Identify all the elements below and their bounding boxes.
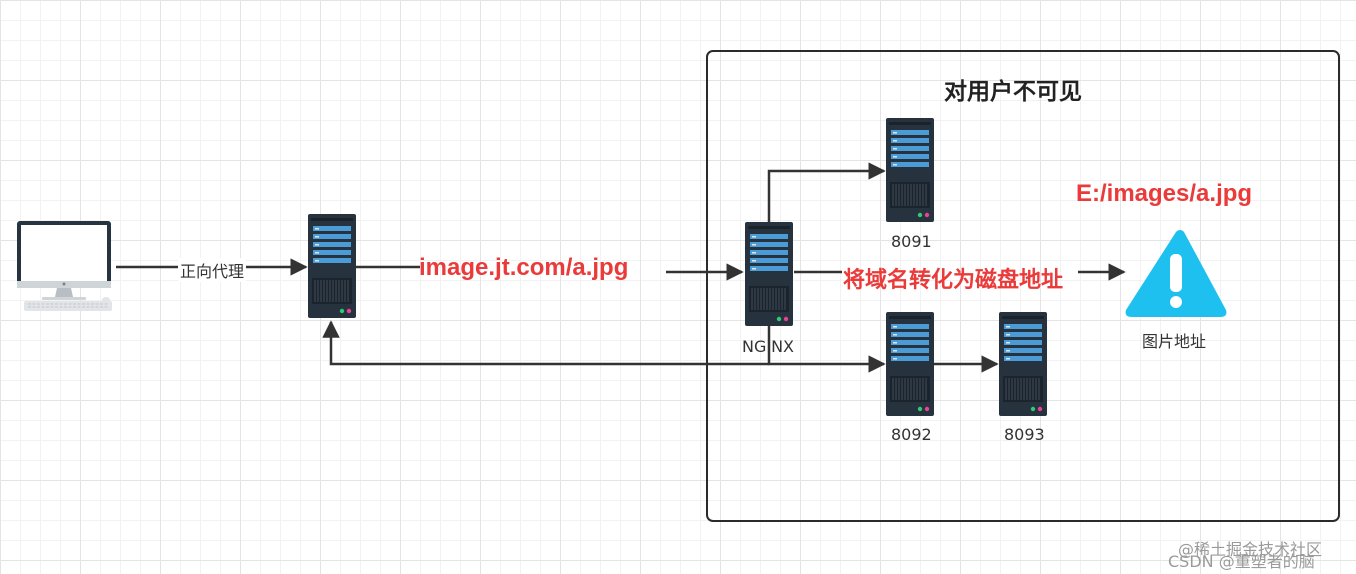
disk-path-label: E:/images/a.jpg: [1076, 180, 1253, 207]
edge-return-to-proxy: [322, 320, 769, 366]
server-8092-icon: [885, 311, 935, 417]
server-8091-icon: [885, 117, 935, 223]
server-8091-label: 8091: [891, 232, 932, 251]
nginx-label: NGINX: [742, 337, 795, 356]
domain-to-disk-label: 将域名转化为磁盘地址: [843, 267, 1064, 292]
server-8093-icon: [998, 311, 1048, 417]
image-address-label: 图片地址: [1142, 332, 1207, 351]
group-title: 对用户不可见: [944, 79, 1082, 105]
request-url-label: image.jt.com/a.jpg: [419, 254, 629, 281]
server-8092-label: 8092: [891, 425, 932, 444]
desktop-computer-icon: [17, 221, 112, 311]
server-8093-label: 8093: [1004, 425, 1045, 444]
proxy-server-icon: [307, 213, 357, 319]
warning-icon: [1125, 230, 1227, 317]
watermark-csdn: CSDN @重塑者的脑: [1168, 552, 1315, 571]
nginx-server-icon: [744, 221, 794, 327]
invisible-group-box: [706, 50, 1340, 522]
forward-proxy-label: 正向代理: [178, 258, 247, 282]
edge-nginx-to-8091: [767, 162, 886, 222]
watermark-juejin: @稀土掘金技术社区: [1178, 540, 1323, 559]
